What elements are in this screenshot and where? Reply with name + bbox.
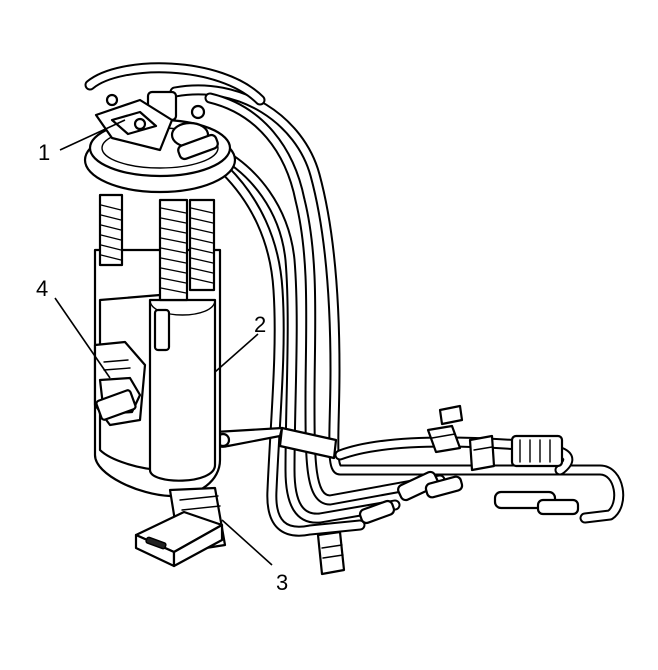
leader-lines xyxy=(54,119,273,566)
callout-3: 3 xyxy=(276,570,288,595)
fuel-lines xyxy=(84,62,625,537)
electrical-connector xyxy=(94,98,174,152)
springs xyxy=(98,193,216,302)
fuel-pump-module xyxy=(83,90,237,568)
callout-4: 4 xyxy=(36,276,48,301)
fuel-level-sensor xyxy=(93,340,147,427)
float xyxy=(134,510,224,568)
quick-connect-fittings xyxy=(358,470,580,525)
callout-2: 2 xyxy=(254,312,266,337)
callouts: 1 2 3 4 xyxy=(36,140,288,595)
harness-tags xyxy=(316,404,564,576)
callout-1: 1 xyxy=(38,140,50,165)
